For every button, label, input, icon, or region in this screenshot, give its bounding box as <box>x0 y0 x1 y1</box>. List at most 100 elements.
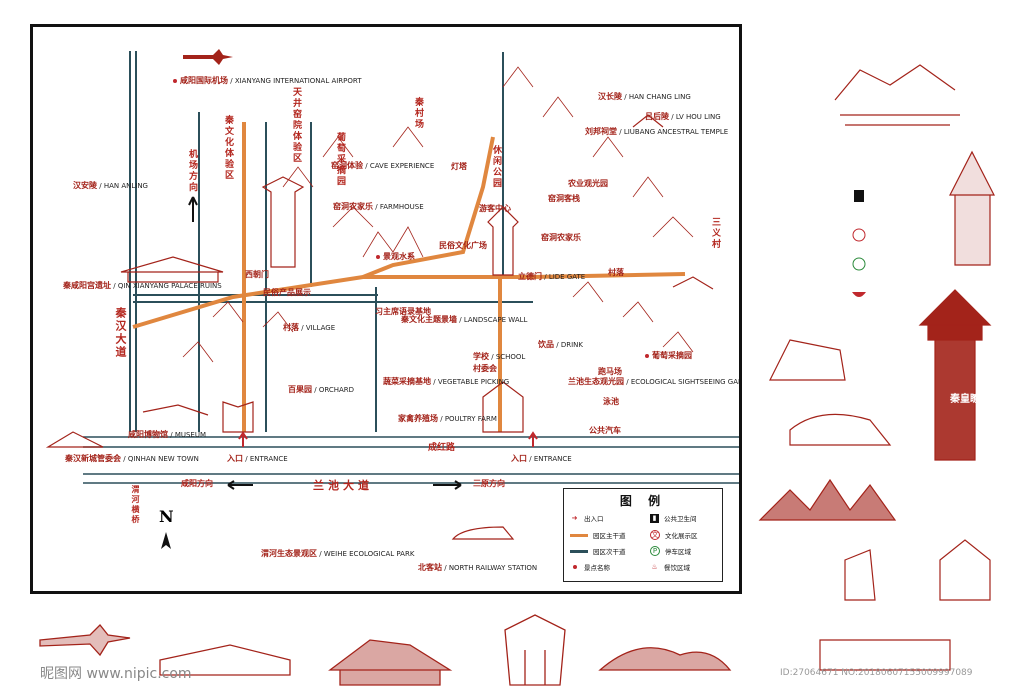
label-weihe-park: 渭河生态景观区 / WEIHE ECOLOGICAL PARK <box>261 549 415 558</box>
label-museum: 咸阳博物馆 / MUSEUM <box>128 430 207 439</box>
ridge-sketch-3 <box>182 301 294 363</box>
label-culture-zone: 秦文化体验区 <box>223 115 233 181</box>
new-town-sketch <box>45 431 104 448</box>
road-qinhan-avenue: 秦汉大道 <box>114 307 127 359</box>
road-lanchi-avenue: 兰池大道 <box>313 479 373 492</box>
label-bus: 公共汽车 <box>589 426 621 435</box>
label-lantern-tower: 灯塔 <box>451 162 467 171</box>
label-tourist-center: 游客中心 <box>479 204 511 213</box>
poi-dot-icon <box>570 563 579 572</box>
label-new-town: 秦汉新城管委会 / QINHAN NEW TOWN <box>65 454 199 463</box>
label-eco-garden: 兰池生态观光园 / ECOLOGICAL SIGHTSEEING GARDEN <box>568 377 742 386</box>
gate-sketch-west <box>222 401 254 433</box>
label-horse: 跑马场 <box>598 367 622 376</box>
village-roof <box>632 114 664 128</box>
legend-item-dining: ♨餐饮区域 <box>651 562 690 573</box>
label-poultry: 家禽养殖场 / POULTRY FARM <box>398 414 497 423</box>
museum-sketch <box>142 404 209 416</box>
gate-decor <box>819 549 951 671</box>
ridge-sketch-2 <box>502 66 694 238</box>
direction-arrow-east <box>433 480 462 490</box>
label-xijinping-base: 习主席语录基地 <box>375 307 431 316</box>
label-entrance-1: 入口 / ENTRANCE <box>227 454 288 463</box>
legend-item-main-road: 园区主干道 <box>570 530 626 540</box>
legend-item-toilet: ▮公共卫生间 <box>650 513 697 523</box>
label-airport-direction: 机场方向 <box>187 149 197 193</box>
parking-decor-icon <box>852 257 866 271</box>
label-cave-inn: 窑洞客栈 <box>548 194 580 203</box>
legend-item-poi: 景点名称 <box>570 562 610 572</box>
label-cave-experience: 窑洞体验 / CAVE EXPERIENCE <box>331 161 435 170</box>
culture-decor-icon <box>852 228 866 242</box>
pavilion-decor-2 <box>939 539 991 601</box>
label-qin-palace: 秦咸阳宫遗址 / QIN XIANYANG PALACE RUINS <box>63 281 222 290</box>
parking-icon: P <box>650 546 660 556</box>
culture-icon: 文 <box>650 530 660 540</box>
legend-item-culture: 文文化展示区 <box>650 530 698 540</box>
pavilion-decor <box>769 339 846 381</box>
label-landscape-water: 景观水系 <box>376 253 415 261</box>
stadium-decor <box>598 647 732 671</box>
rockery-decor <box>758 478 897 521</box>
label-west-gate: 西朝门 <box>245 270 269 279</box>
label-lv-houling: 吕后陵 / LV HOU LING <box>645 112 721 121</box>
toilet-decor-icon <box>854 190 864 202</box>
label-grape: 葡萄采摘园 <box>645 352 692 360</box>
label-pool: 泳池 <box>603 397 619 406</box>
label-airport: 咸阳国际机场 / XIANYANG INTERNATIONAL AIRPORT <box>173 77 362 85</box>
ridge-sketch-1 <box>282 126 424 228</box>
legend: 图 例 ➜出入口 园区主干道 园区次干道 景点名称 ▮公共卫生间 文文化展示区 … <box>563 488 723 582</box>
gate-sketch <box>482 381 524 433</box>
dining-decor-icon <box>852 292 866 297</box>
main-road-north-branch <box>362 136 495 279</box>
watermark-right: ID:27064671 NO:20180607155009997089 <box>780 668 973 678</box>
train-icon <box>451 526 515 540</box>
label-liubang-temple: 刘邦祠堂 / LIUBANG ANCESTRAL TEMPLE <box>585 127 729 136</box>
label-tianjing: 天井窑院体验区 <box>291 87 301 164</box>
decor-bottom-svg <box>39 614 732 686</box>
palace-sketch <box>120 256 224 283</box>
tower-top-decor <box>918 289 992 341</box>
village-roof-2 <box>672 276 714 290</box>
north-label: N <box>159 507 174 526</box>
label-north-station: 北客站 / NORTH RAILWAY STATION <box>418 563 538 572</box>
main-road-swatch <box>570 533 588 537</box>
palace-decor <box>328 639 453 686</box>
train-decor <box>789 413 892 446</box>
label-school: 学校 / SCHOOL <box>473 352 526 361</box>
tower-sketch-2 <box>487 206 519 276</box>
label-east-gate: 立德门 / LIDE GATE <box>518 272 586 281</box>
label-folk-square: 民俗文化广场 <box>439 241 487 250</box>
label-village-2: 村落 <box>608 268 624 277</box>
watermark-left: 昵图网 www.nipic.com <box>40 666 192 682</box>
label-vegetable: 蔬菜采摘基地 / VEGETABLE PICKING <box>383 377 510 386</box>
airplane-icon <box>183 49 233 65</box>
label-qinzhuang: 秦村场 <box>413 97 423 130</box>
gate-decor-bottom <box>504 614 566 686</box>
legend-title: 图 例 <box>619 494 667 508</box>
landscape-decor <box>834 64 960 126</box>
label-grape-2: 葡萄采摘园 <box>335 132 345 187</box>
building-decor-1 <box>159 644 291 676</box>
label-leisure-park: 休闲公园 <box>491 145 501 189</box>
tower-sketch <box>261 176 305 268</box>
tower-sign: 秦皇瞭望 <box>950 394 990 405</box>
airplane-decor <box>39 624 131 657</box>
direction-arrow-north <box>188 196 198 222</box>
north-arrow-icon <box>161 532 171 549</box>
dining-icon: ♨ <box>651 562 658 571</box>
secondary-road-swatch <box>570 549 588 553</box>
label-orchard: 百果园 / ORCHARD <box>288 385 355 394</box>
label-entrance-2: 入口 / ENTRANCE <box>511 454 572 463</box>
map-frame: 咸阳国际机场 / XIANYANG INTERNATIONAL AIRPORT … <box>30 24 742 594</box>
label-village-committee: 村委会 <box>473 364 497 373</box>
label-han-changling: 汉长陵 / HAN CHANG LING <box>598 92 691 101</box>
decor-right-svg <box>758 64 995 671</box>
entrance-arrow-east <box>528 431 538 447</box>
label-weihe-direction: 渭河横桥 <box>131 485 140 525</box>
label-folk-exhibit: 民俗产品展示 <box>263 288 311 297</box>
label-han-anling: 汉安陵 / HAN ANLING <box>73 181 148 190</box>
road-chenghong: 成红路 <box>428 443 456 453</box>
label-cave-inn-2: 窑洞农家乐 <box>541 233 581 242</box>
